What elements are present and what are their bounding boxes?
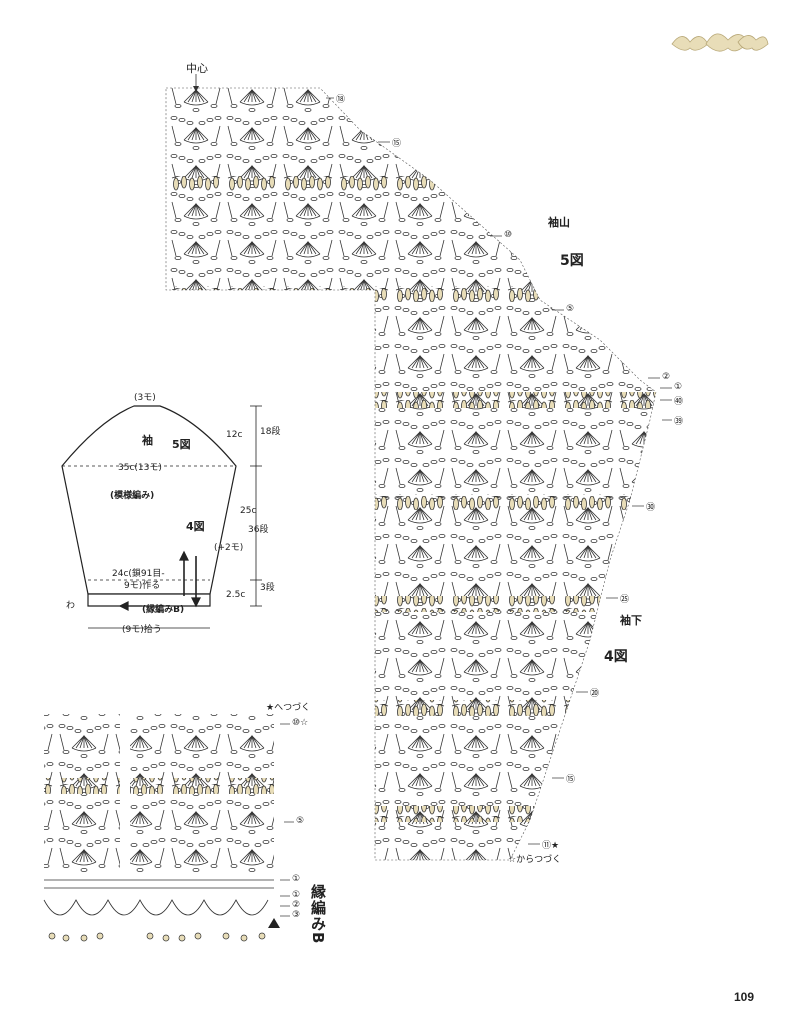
row-mark: ⑮ (566, 775, 576, 785)
row-mark: ⑮ (392, 139, 402, 149)
row-mark: ㊵ (674, 397, 684, 407)
row-mark: ⑱ (336, 95, 346, 105)
row-mark: ⑪★ (542, 841, 560, 851)
border-row-mark: ③ (292, 910, 301, 920)
border-row-mark: ① (292, 874, 301, 884)
rows-top: 18段 (260, 427, 281, 437)
border-row-mark: ⑤ (296, 816, 305, 826)
pickup-label: (9モ)拾う (122, 625, 162, 635)
row-mark: ㉕ (620, 595, 630, 605)
sleeve-cap-label: 袖山 (548, 216, 570, 229)
rows-bottom: 3段 (260, 583, 275, 593)
border-b-label: 縁編みB (309, 884, 327, 945)
top-stitch-label: (3モ) (134, 393, 156, 403)
center-label: 中心 (186, 62, 208, 75)
increase-label: (+2モ) (214, 543, 244, 553)
rows-mid: 36段 (248, 525, 269, 535)
row-mark: ⑤ (566, 304, 575, 314)
butterfly-lace-icon (671, 33, 769, 52)
sleeve-schematic (61, 405, 262, 629)
start-chain-label: 24c(鎖91目- (112, 569, 165, 579)
start-chain-label-2: 9モ)作る (124, 581, 161, 591)
row-mark: ㉚ (646, 503, 656, 513)
page-number: 109 (734, 990, 755, 1004)
border-row-mark: ⑩☆ (292, 718, 309, 728)
border-row-mark: ② (292, 900, 301, 910)
width-label: 35c(13モ) (118, 463, 162, 473)
continue-to-label: ★へつづく (266, 703, 311, 713)
row-mark: ⑩ (504, 230, 513, 240)
dim-mid: 25c (240, 506, 257, 516)
sleeve-cap-figure: 5図 (560, 253, 584, 269)
part-name: 袖 (142, 434, 153, 447)
continue-from-label: ☆からつづく (508, 855, 562, 865)
ring-label: わ (66, 601, 76, 611)
row-mark: ⑳ (590, 689, 600, 699)
border-lace-chart (43, 714, 294, 942)
fig5-label: 5図 (172, 438, 191, 451)
pattern-label: (模様編み) (110, 491, 155, 501)
fig4-label: 4図 (186, 520, 205, 533)
row-mark: ㊴ (674, 417, 684, 427)
underarm-label: 袖下 (620, 614, 642, 627)
dim-bottom: 2.5c (226, 590, 246, 600)
row-mark: ① (674, 382, 683, 392)
underarm-figure: 4図 (604, 649, 628, 665)
dim-top: 12c (226, 430, 243, 440)
border-label: (縁編みB) (142, 605, 185, 615)
row-mark: ② (662, 372, 671, 382)
border-row-mark: ① (292, 890, 301, 900)
